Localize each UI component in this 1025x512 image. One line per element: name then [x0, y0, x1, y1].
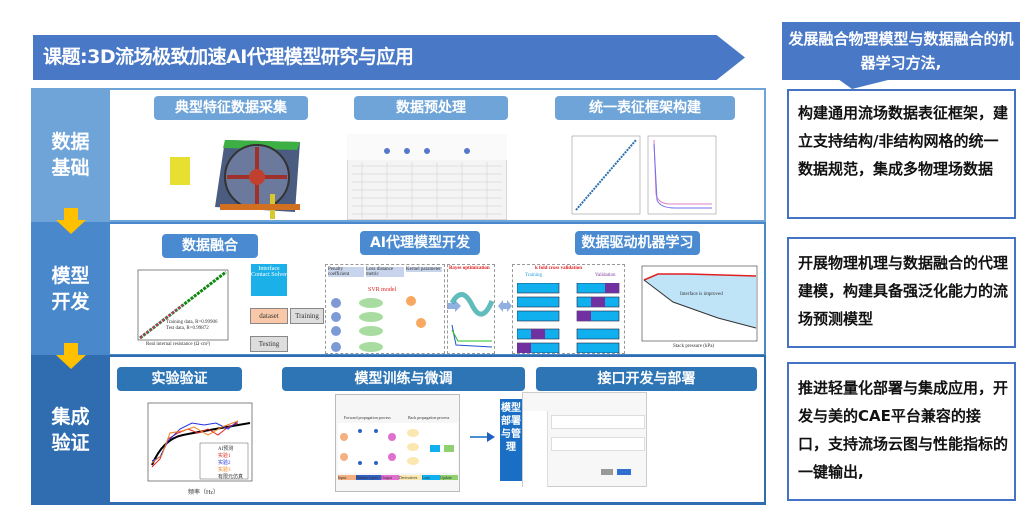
stage-data-foundation: 数据基础: [31, 88, 110, 222]
description-model-dev: 开展物理机理与数据融合的代理建模，构建具备强泛化能力的流场预测模型: [787, 237, 1016, 348]
stage-label: 集成验证: [51, 406, 90, 454]
legend-item: 有限元仿真: [218, 475, 244, 480]
preprocessing-software-screenshot: [347, 134, 507, 220]
deployment-tag: 模型部署与管理: [500, 399, 522, 481]
back-label: Back propagation process: [408, 415, 450, 420]
label-data-driven-ml: 数据驱动机器学习: [575, 231, 700, 255]
svr-title: SVR model: [368, 287, 397, 293]
legend-test: Test data, R=0.99872: [166, 326, 209, 331]
label-unified-framework: 统一表征框架构建: [555, 96, 735, 120]
x-label: Real internal resistance (Ω·cm²): [146, 342, 211, 347]
panel-integration: 实验验证 模型训练与微调 接口开发与部署 AI预测 实验1 实验2 实验3 有限…: [110, 355, 766, 505]
step-loss: Loss: [422, 475, 441, 480]
dataset-box: dataset: [250, 308, 288, 324]
experimental-chart: AI预测 实验1 实验2 实验3 有限元仿真 频率（Hz）: [138, 399, 258, 499]
svr-header: Penalty coefficient: [328, 267, 364, 277]
step-output: Output: [380, 475, 399, 480]
annotation: Interface is improved: [680, 292, 723, 297]
training-software-screenshot: Forward propagation process Back propaga…: [335, 394, 460, 492]
training-label: Training: [525, 273, 543, 278]
svr-model-diagram: Penalty coefficient Loss distance metric…: [325, 264, 445, 354]
legend-item: 实验3: [218, 468, 231, 473]
label-feature-collection: 典型特征数据采集: [154, 96, 308, 120]
label-preprocessing: 数据预处理: [354, 96, 508, 120]
description-data-foundation: 构建通用流场数据表征框架，建立支持结构/非结构网格的统一数据规范，集成多物理场数…: [787, 89, 1016, 219]
label-interface-deployment: 接口开发与部署: [536, 367, 757, 391]
label-experimental-validation: 实验验证: [117, 367, 242, 391]
fusion-scatter-plot: Training data, R=0.99906 Test data, R=0.…: [124, 268, 234, 353]
unified-framework-plots: [571, 135, 717, 215]
stage-label: 模型开发: [51, 264, 90, 313]
kfold-title: k fold cross validation: [535, 266, 582, 271]
right-header: 发展融合物理模型与数据融合的机器学习方法,: [782, 22, 1020, 80]
stage-label: 数据基础: [51, 131, 90, 179]
validation-label: Validation: [595, 273, 616, 278]
x-label: 频率（Hz）: [188, 490, 219, 496]
stack-pressure-plot: Interface is improved Stack pressure (kP…: [628, 264, 760, 354]
step-hidden: Hidden Layer: [355, 475, 381, 480]
testing-box: Testing: [250, 336, 288, 352]
stage-model-dev: 模型开发: [31, 222, 110, 355]
svr-header: Kernel parameter: [406, 267, 442, 272]
right-arrow-icon: [470, 432, 495, 442]
bayes-optimization-plot: Bayes optimization: [447, 264, 495, 354]
bayes-title: Bayes optimization: [449, 266, 490, 271]
label-data-fusion: 数据融合: [162, 234, 258, 258]
x-label: Stack pressure (kPa): [673, 344, 715, 349]
right-arrow-icon: [447, 300, 461, 312]
forward-label: Forward propagation process: [344, 415, 391, 420]
step-input: Input: [338, 475, 356, 480]
stage-integration: 集成验证: [31, 355, 110, 505]
label-ai-surrogate: AI代理模型开发: [360, 231, 480, 255]
legend-item: 实验2: [218, 461, 231, 466]
label-training-finetune: 模型训练与微调: [282, 367, 525, 391]
solver-box: Interface Contact Solver: [251, 264, 287, 296]
callout-tip: [838, 79, 892, 89]
panel-data-foundation: 典型特征数据采集 数据预处理 统一表征框架构建: [110, 88, 766, 222]
radiator-fan-image: [170, 140, 300, 219]
title-banner: 课题:3D流场极致加速AI代理模型研究与应用: [33, 35, 745, 80]
k-fold-cross-validation: k fold cross validation Training Validat…: [512, 264, 625, 354]
svr-header: Loss distance metric: [366, 267, 404, 277]
step-derivatives: Derivatives: [398, 475, 423, 480]
legend-item: AI预测: [218, 447, 234, 452]
description-integration: 推进轻量化部署与集成应用，开发与美的CAE平台兼容的接口，支持流场云图与性能指标…: [787, 362, 1016, 501]
deployment-software-screenshot: [522, 392, 647, 487]
legend-item: 实验1: [218, 454, 231, 459]
down-arrow-icon: [56, 208, 86, 234]
legend-train: Training data, R=0.99906: [166, 320, 218, 325]
double-arrow-icon: [498, 300, 512, 312]
training-box: Training: [290, 308, 324, 324]
panel-model-dev: 数据融合 AI代理模型开发 数据驱动机器学习 Training data, R=…: [110, 222, 766, 356]
down-arrow-icon: [56, 343, 86, 369]
step-update: Update: [440, 475, 458, 480]
